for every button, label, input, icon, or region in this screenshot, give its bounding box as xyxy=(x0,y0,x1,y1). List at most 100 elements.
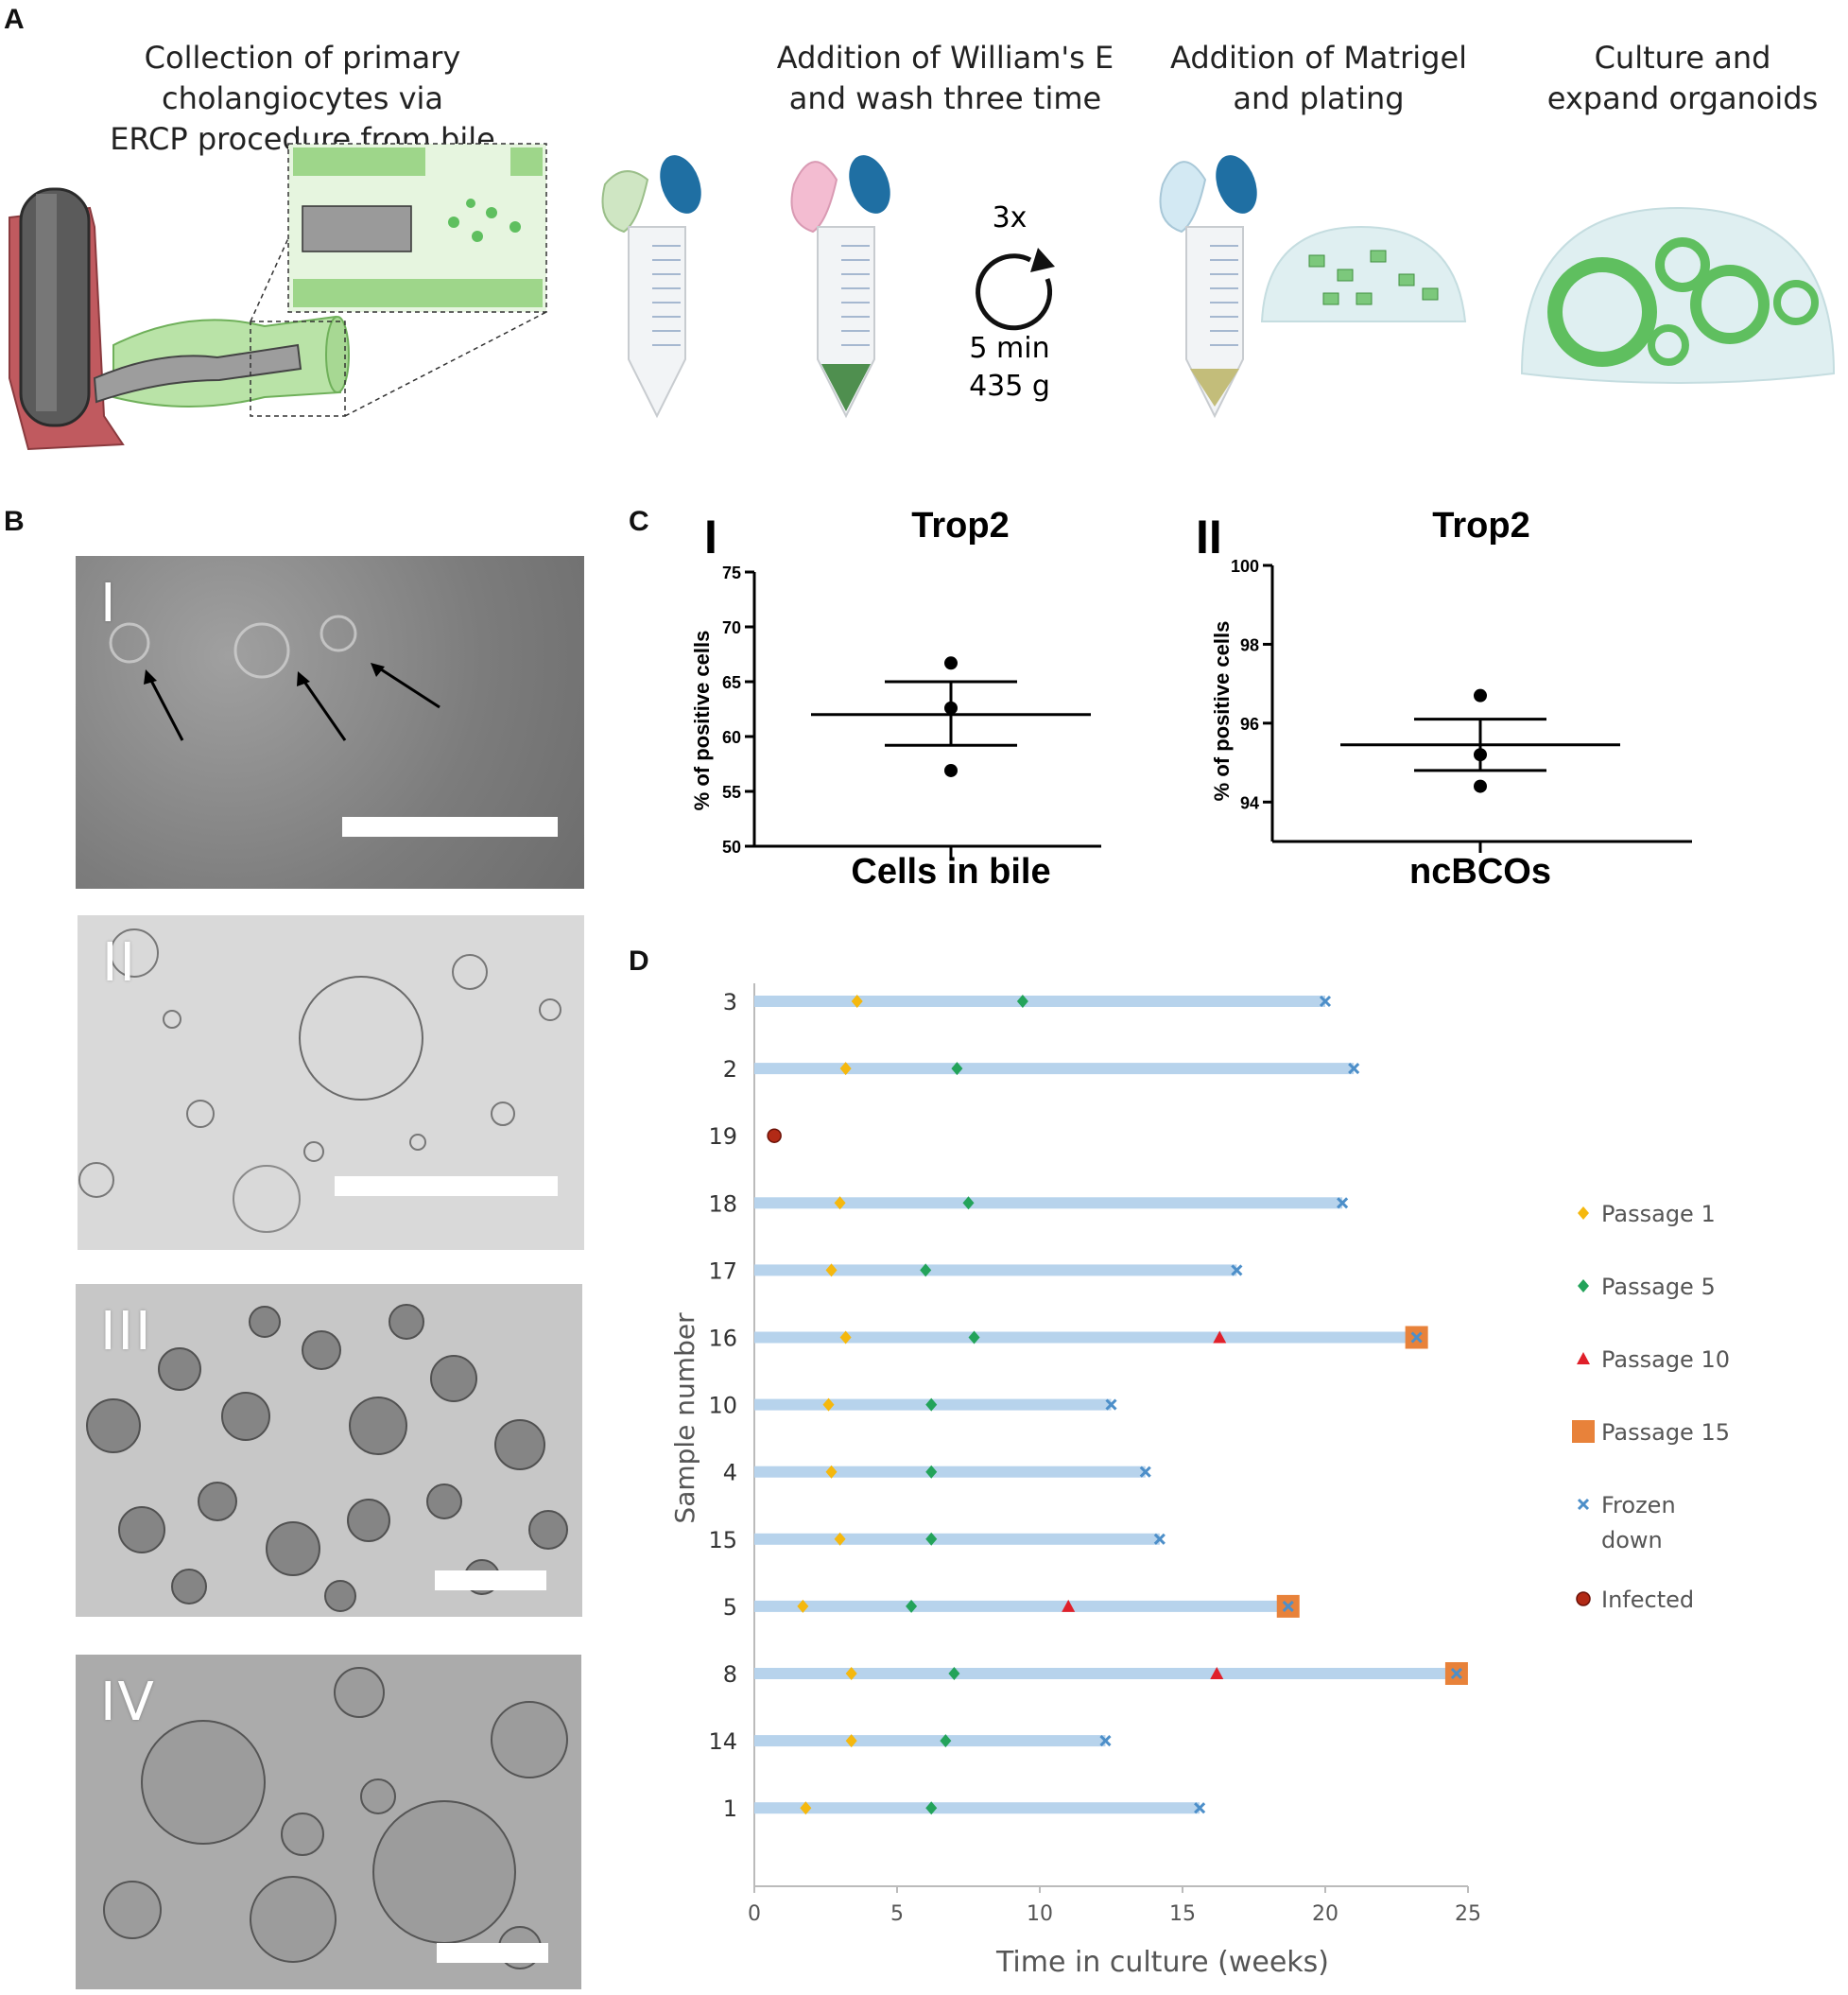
step-2-text: Addition of William's E and wash three t… xyxy=(776,40,1114,116)
plating-illustration xyxy=(1159,155,1836,419)
chart-d-marker-passage1 xyxy=(845,1734,857,1748)
panel-c-letter: C xyxy=(629,506,649,537)
micrograph-ii-label: II xyxy=(102,932,138,994)
micrograph-iii-organoids xyxy=(86,1304,568,1612)
chart-c2-title: Trop2 xyxy=(1432,506,1529,546)
legend-label-passage1: Passage 1 xyxy=(1601,1201,1716,1227)
chart-c2-ylabel: % of positive cells xyxy=(1210,621,1234,802)
micrograph-i-label: I xyxy=(100,573,118,634)
chart-d-bar-sample-18 xyxy=(754,1197,1343,1209)
panel-a-letter: A xyxy=(4,4,25,35)
chart-d-marker-passage1 xyxy=(834,1196,846,1210)
chart-d-sample-label: 2 xyxy=(723,1056,737,1083)
legend-marker-frozen xyxy=(1577,1498,1590,1511)
step-3-text: Addition of Matrigel and plating xyxy=(1169,40,1468,116)
chart-c1-y-tick-label: 75 xyxy=(722,564,741,582)
chart-d-sample-label: 19 xyxy=(708,1123,737,1150)
chart-d-marker-passage5 xyxy=(940,1734,952,1748)
chart-d-sample-label: 5 xyxy=(723,1594,737,1621)
chart-c1-xlabel: Cells in bile xyxy=(851,852,1050,892)
legend-label-passage15: Passage 15 xyxy=(1601,1419,1730,1446)
chart-c1-y-tick-label: 70 xyxy=(722,618,741,637)
ercp-illustration xyxy=(9,143,547,451)
chart-d-marker-passage1 xyxy=(851,995,863,1008)
chart-d-sample-label: 3 xyxy=(723,989,737,1015)
micrograph-iv-organoids xyxy=(103,1667,568,1969)
chart-c2-y-tick-label: 94 xyxy=(1240,793,1259,812)
zoom-frame xyxy=(250,321,346,417)
wash-duration: 5 min xyxy=(969,332,1049,365)
chart-d-marker-passage5 xyxy=(951,1062,963,1076)
chart-d-sample-label: 14 xyxy=(708,1728,737,1755)
legend-marker-infected xyxy=(1576,1591,1591,1606)
chart-c1-ylabel: % of positive cells xyxy=(690,631,714,811)
chart-d-marker-frozen xyxy=(1348,1063,1360,1075)
chart-c1-data-point xyxy=(944,656,958,670)
chart-d-x-tick-label: 25 xyxy=(1455,1902,1481,1926)
chart-d-marker-frozen xyxy=(1139,1466,1151,1478)
chart-d-marker-frozen xyxy=(1194,1802,1206,1814)
chart-c2-data-point xyxy=(1474,748,1487,762)
chart-c1-data-point xyxy=(944,701,958,715)
legend-label-infected: Infected xyxy=(1601,1587,1694,1613)
chart-d-marker-passage1 xyxy=(797,1599,809,1613)
chart-d-xlabel: Time in culture (weeks) xyxy=(995,1946,1329,1979)
chart-d-marker-frozen xyxy=(1282,1600,1294,1612)
chart-d-marker-passage1 xyxy=(822,1397,835,1412)
chart-d-marker-passage10 xyxy=(1062,1599,1076,1612)
micrograph-i-arrows xyxy=(109,615,440,741)
chart-d-x-tick-label: 5 xyxy=(890,1902,904,1926)
chart-d-bar-sample-8 xyxy=(754,1668,1457,1679)
chart-d-marker-passage5 xyxy=(1016,995,1028,1008)
chart-d-marker-frozen xyxy=(1319,995,1332,1008)
chart-c2-y-tick-label: 98 xyxy=(1240,635,1259,654)
organoid-dome xyxy=(1520,206,1836,384)
legend-label-passage5: Passage 5 xyxy=(1601,1274,1716,1300)
chart-d-marker-frozen xyxy=(1153,1533,1166,1545)
chart-d-marker-passage1 xyxy=(800,1801,812,1815)
chart-d-marker-passage5 xyxy=(968,1330,980,1344)
chart-d-marker-frozen xyxy=(1450,1667,1462,1680)
chart-d-x-tick-label: 10 xyxy=(1027,1902,1053,1926)
chart-d-marker-passage1 xyxy=(825,1465,838,1479)
chart-d-sample-label: 16 xyxy=(708,1326,737,1352)
chart-d-marker-frozen xyxy=(1337,1197,1349,1209)
chart-d-marker-passage1 xyxy=(825,1263,838,1277)
chart-d-marker-passage10 xyxy=(1213,1330,1227,1344)
chart-d-marker-passage5 xyxy=(906,1599,918,1613)
micrograph-i: I xyxy=(76,556,584,889)
catheter xyxy=(93,343,302,404)
chart-d-marker-passage1 xyxy=(839,1062,852,1076)
chart-d-sample-label: 8 xyxy=(723,1661,737,1688)
chart-c1-y-tick-label: 60 xyxy=(722,728,741,747)
zoom-line-bottom xyxy=(344,311,547,417)
chart-c2-data-point xyxy=(1474,688,1487,703)
chart-c2-y-tick-label: 100 xyxy=(1231,557,1259,576)
chart-c2-xlabel: ncBCOs xyxy=(1409,852,1551,892)
chart-d-sample-label: 1 xyxy=(723,1796,737,1822)
step-4-text: Culture and expand organoids xyxy=(1546,40,1819,116)
chart-d-marker-frozen xyxy=(1231,1264,1243,1276)
chart-d-marker-frozen xyxy=(1099,1735,1112,1747)
chart-d-marker-frozen xyxy=(1105,1398,1117,1411)
matrigel-dome-with-cells xyxy=(1260,225,1467,322)
chart-d-marker-passage1 xyxy=(839,1330,852,1344)
chart-d-marker-passage5 xyxy=(962,1196,975,1210)
wash-repeats: 3x xyxy=(993,201,1028,234)
trop2-bile-chart: I Trop2 % of positive cells Cells in bil… xyxy=(690,506,1101,892)
chart-d-bar-sample-3 xyxy=(754,996,1325,1007)
chart-d-marker-frozen xyxy=(1410,1331,1423,1344)
chart-d-marker-passage5 xyxy=(920,1263,932,1277)
chart-d-marker-infected xyxy=(767,1128,782,1143)
panel-b-letter: B xyxy=(4,506,25,537)
endoscope xyxy=(19,187,91,427)
chart-d-x-tick-label: 20 xyxy=(1312,1902,1339,1926)
chart-c2-panel-label: II xyxy=(1196,511,1222,564)
tube-3 xyxy=(1159,155,1257,419)
scale-bar-i xyxy=(342,817,558,837)
chart-d-marker-passage5 xyxy=(925,1532,938,1546)
legend-marker-passage1 xyxy=(1578,1206,1589,1220)
chart-d-x-tick-label: 0 xyxy=(748,1902,761,1926)
micrograph-ii: II xyxy=(78,915,584,1250)
